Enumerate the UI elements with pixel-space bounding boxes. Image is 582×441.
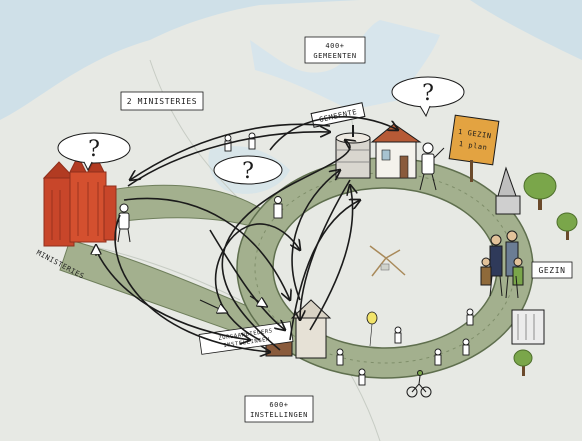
compass-rose-icon xyxy=(369,245,406,277)
family-house-icon xyxy=(370,123,422,179)
small-tree-icon xyxy=(513,349,533,376)
municipalities-count-label: 400+ GEMEENTEN xyxy=(304,36,366,64)
tree-icon xyxy=(523,172,557,210)
coastal-inlet xyxy=(250,20,440,110)
ministries-question-bubble: ? xyxy=(57,132,131,172)
road-figures xyxy=(224,132,474,386)
family-question-bubble: ? xyxy=(391,76,465,118)
svg-text:GEMEENTEN: GEMEENTEN xyxy=(313,52,356,60)
svg-text:400+: 400+ xyxy=(325,42,344,50)
officials-question-bubble: ? xyxy=(213,155,283,185)
svg-text:2 MINISTERIES: 2 MINISTERIES xyxy=(127,97,197,106)
waving-person-figure xyxy=(419,142,445,191)
tangled-communication-arrows xyxy=(95,116,398,352)
tree-icon-small xyxy=(556,212,578,240)
svg-text:600+: 600+ xyxy=(269,401,288,409)
road-direction-markers xyxy=(96,246,266,312)
institutions-count-label: 600+ INSTELLINGEN xyxy=(244,395,314,423)
svg-text:INSTELLINGEN: INSTELLINGEN xyxy=(250,411,308,419)
question-mark: ? xyxy=(88,137,100,162)
one-family-one-plan-sign: 1 GEZIN 1 plan xyxy=(448,114,500,182)
gezin-label: GEZIN xyxy=(531,261,573,279)
school-building-icon xyxy=(511,309,545,345)
svg-text:?: ? xyxy=(242,159,254,184)
balloon-icon xyxy=(366,311,378,347)
ministries-count-label: 2 MINISTERIES xyxy=(120,91,204,111)
cyclist-icon xyxy=(406,370,432,398)
svg-text:GEZIN: GEZIN xyxy=(538,266,565,275)
svg-text:?: ? xyxy=(422,81,434,106)
ministry-official-figure xyxy=(117,203,131,243)
ministries-building-icon xyxy=(42,154,117,247)
svg-text:1 plan: 1 plan xyxy=(458,140,488,152)
church-icon xyxy=(495,166,521,215)
family-group-figures xyxy=(480,230,524,299)
